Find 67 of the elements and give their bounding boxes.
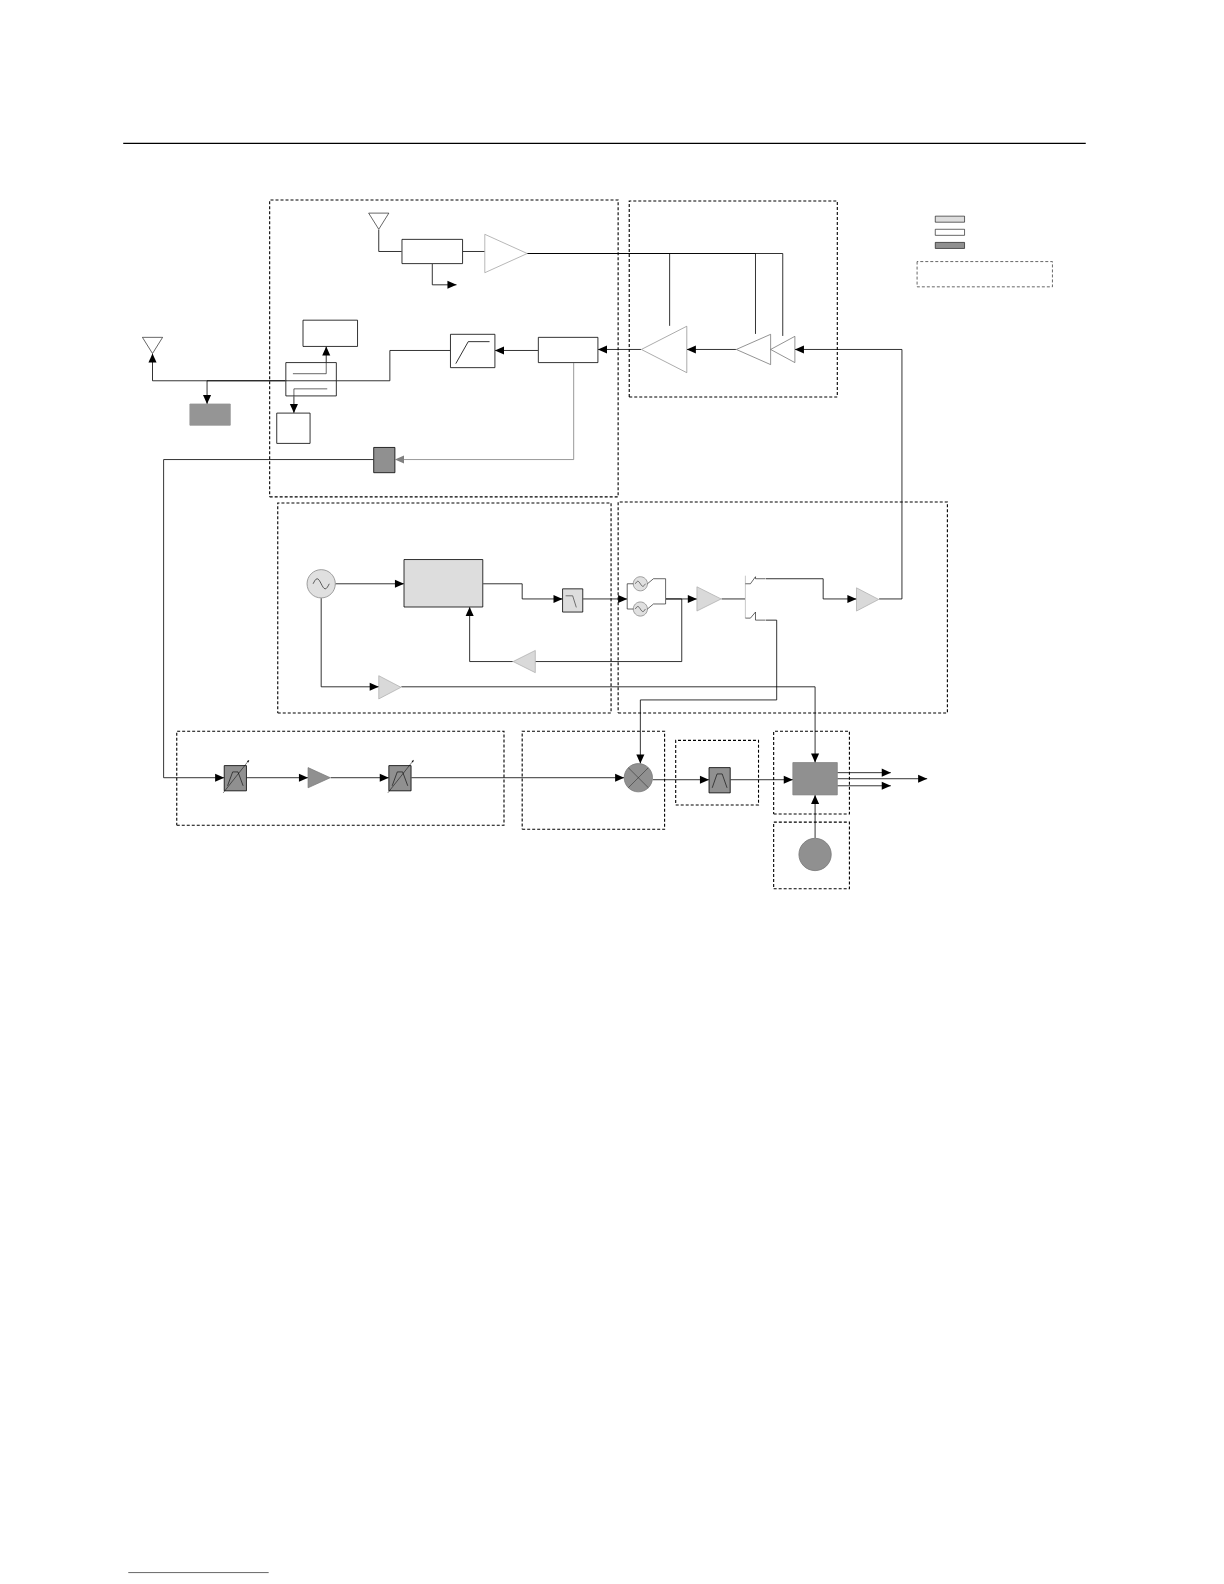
block-box [537,336,599,363]
dashed-frame [675,739,760,806]
arrow [482,583,563,603]
amplifier-triangle [307,767,331,789]
oscillator-pair [626,576,666,617]
dashed-frame [773,730,850,815]
amplifier-triangle [770,335,796,363]
arrow [394,362,575,464]
block-box [373,447,396,474]
block-box [401,238,463,264]
filter-box [387,760,414,794]
arrow [246,773,309,782]
arrow [322,346,331,363]
arrow [730,775,793,784]
amplifier-triangle [378,675,402,700]
arrow [636,619,778,764]
arrow [203,380,286,404]
arrow [378,229,402,252]
arrow [400,686,820,763]
arrow [837,781,892,790]
amplifier-triangle [856,587,880,612]
antenna-symbol [368,212,390,230]
arrow [411,773,625,782]
filter-box [562,588,584,613]
filter-box [222,760,250,794]
arrow [289,395,298,414]
arrow [837,774,928,783]
arrow [582,594,628,603]
arrow [597,345,642,354]
circle [798,837,832,872]
amplifier-triangle [735,333,771,365]
arrow [320,597,379,691]
block-box [403,559,484,608]
amplifier-triangle [641,325,688,374]
arrow [330,773,389,782]
dashed-frame [277,502,612,714]
filter-box [450,333,496,369]
block-box [276,412,311,444]
dashed-frame [617,501,948,714]
arrow [765,578,857,603]
arrow [494,346,539,355]
dashed-frame [269,199,619,498]
arrow [465,607,514,662]
block-box [302,319,358,347]
amplifier-triangle [696,586,722,612]
arrow [686,345,737,354]
amplifier-triangle [484,233,528,274]
arrow [335,579,404,588]
filter-box [708,767,731,794]
arrow [794,345,903,600]
block-box [189,403,231,426]
arrow [652,775,710,784]
arrow [431,263,457,289]
arrow [163,459,374,782]
mixer-circle [623,763,653,793]
amplifier-triangle [512,650,536,673]
antenna-symbol [142,337,163,354]
coupler-box [285,362,337,397]
block-box [792,762,838,796]
arrow [811,794,820,839]
oscillator-circle [306,569,336,599]
dashed-frame [176,730,505,826]
dashed-frame [773,821,850,890]
switch-symbol [745,575,766,621]
dashed-frame [521,730,666,830]
dashed-frame [628,200,838,398]
arrow [837,768,892,777]
